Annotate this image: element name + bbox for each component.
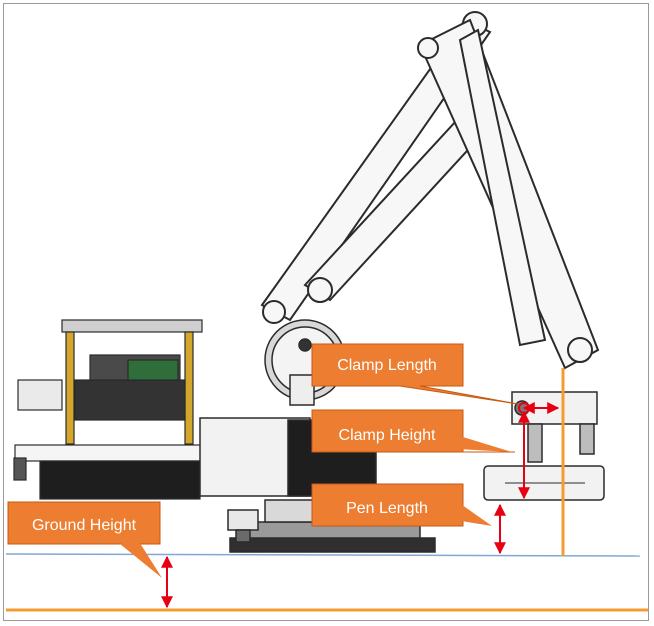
callout-clamp-height: Clamp Height: [311, 409, 515, 453]
clamp-height-label: Clamp Height: [339, 427, 436, 444]
arm-base-body: [199, 319, 377, 497]
surface-line: [5, 553, 641, 557]
clamp-origin-marker: [518, 402, 530, 414]
controller-board: [13, 319, 241, 500]
upper-arm: [417, 18, 600, 370]
pen-length-label: Pen Length: [346, 500, 428, 517]
callout-pen-length: Pen Length: [311, 483, 492, 527]
ground-height-label: Ground Height: [32, 517, 137, 534]
measurement-arrows: [161, 402, 560, 609]
callout-clamp-length: Clamp Length: [311, 343, 519, 405]
clamp-length-label: Clamp Length: [337, 357, 437, 374]
clamp-assembly: [483, 391, 605, 501]
callout-ground-height: Ground Height: [7, 501, 162, 578]
figure-frame: [3, 3, 649, 621]
